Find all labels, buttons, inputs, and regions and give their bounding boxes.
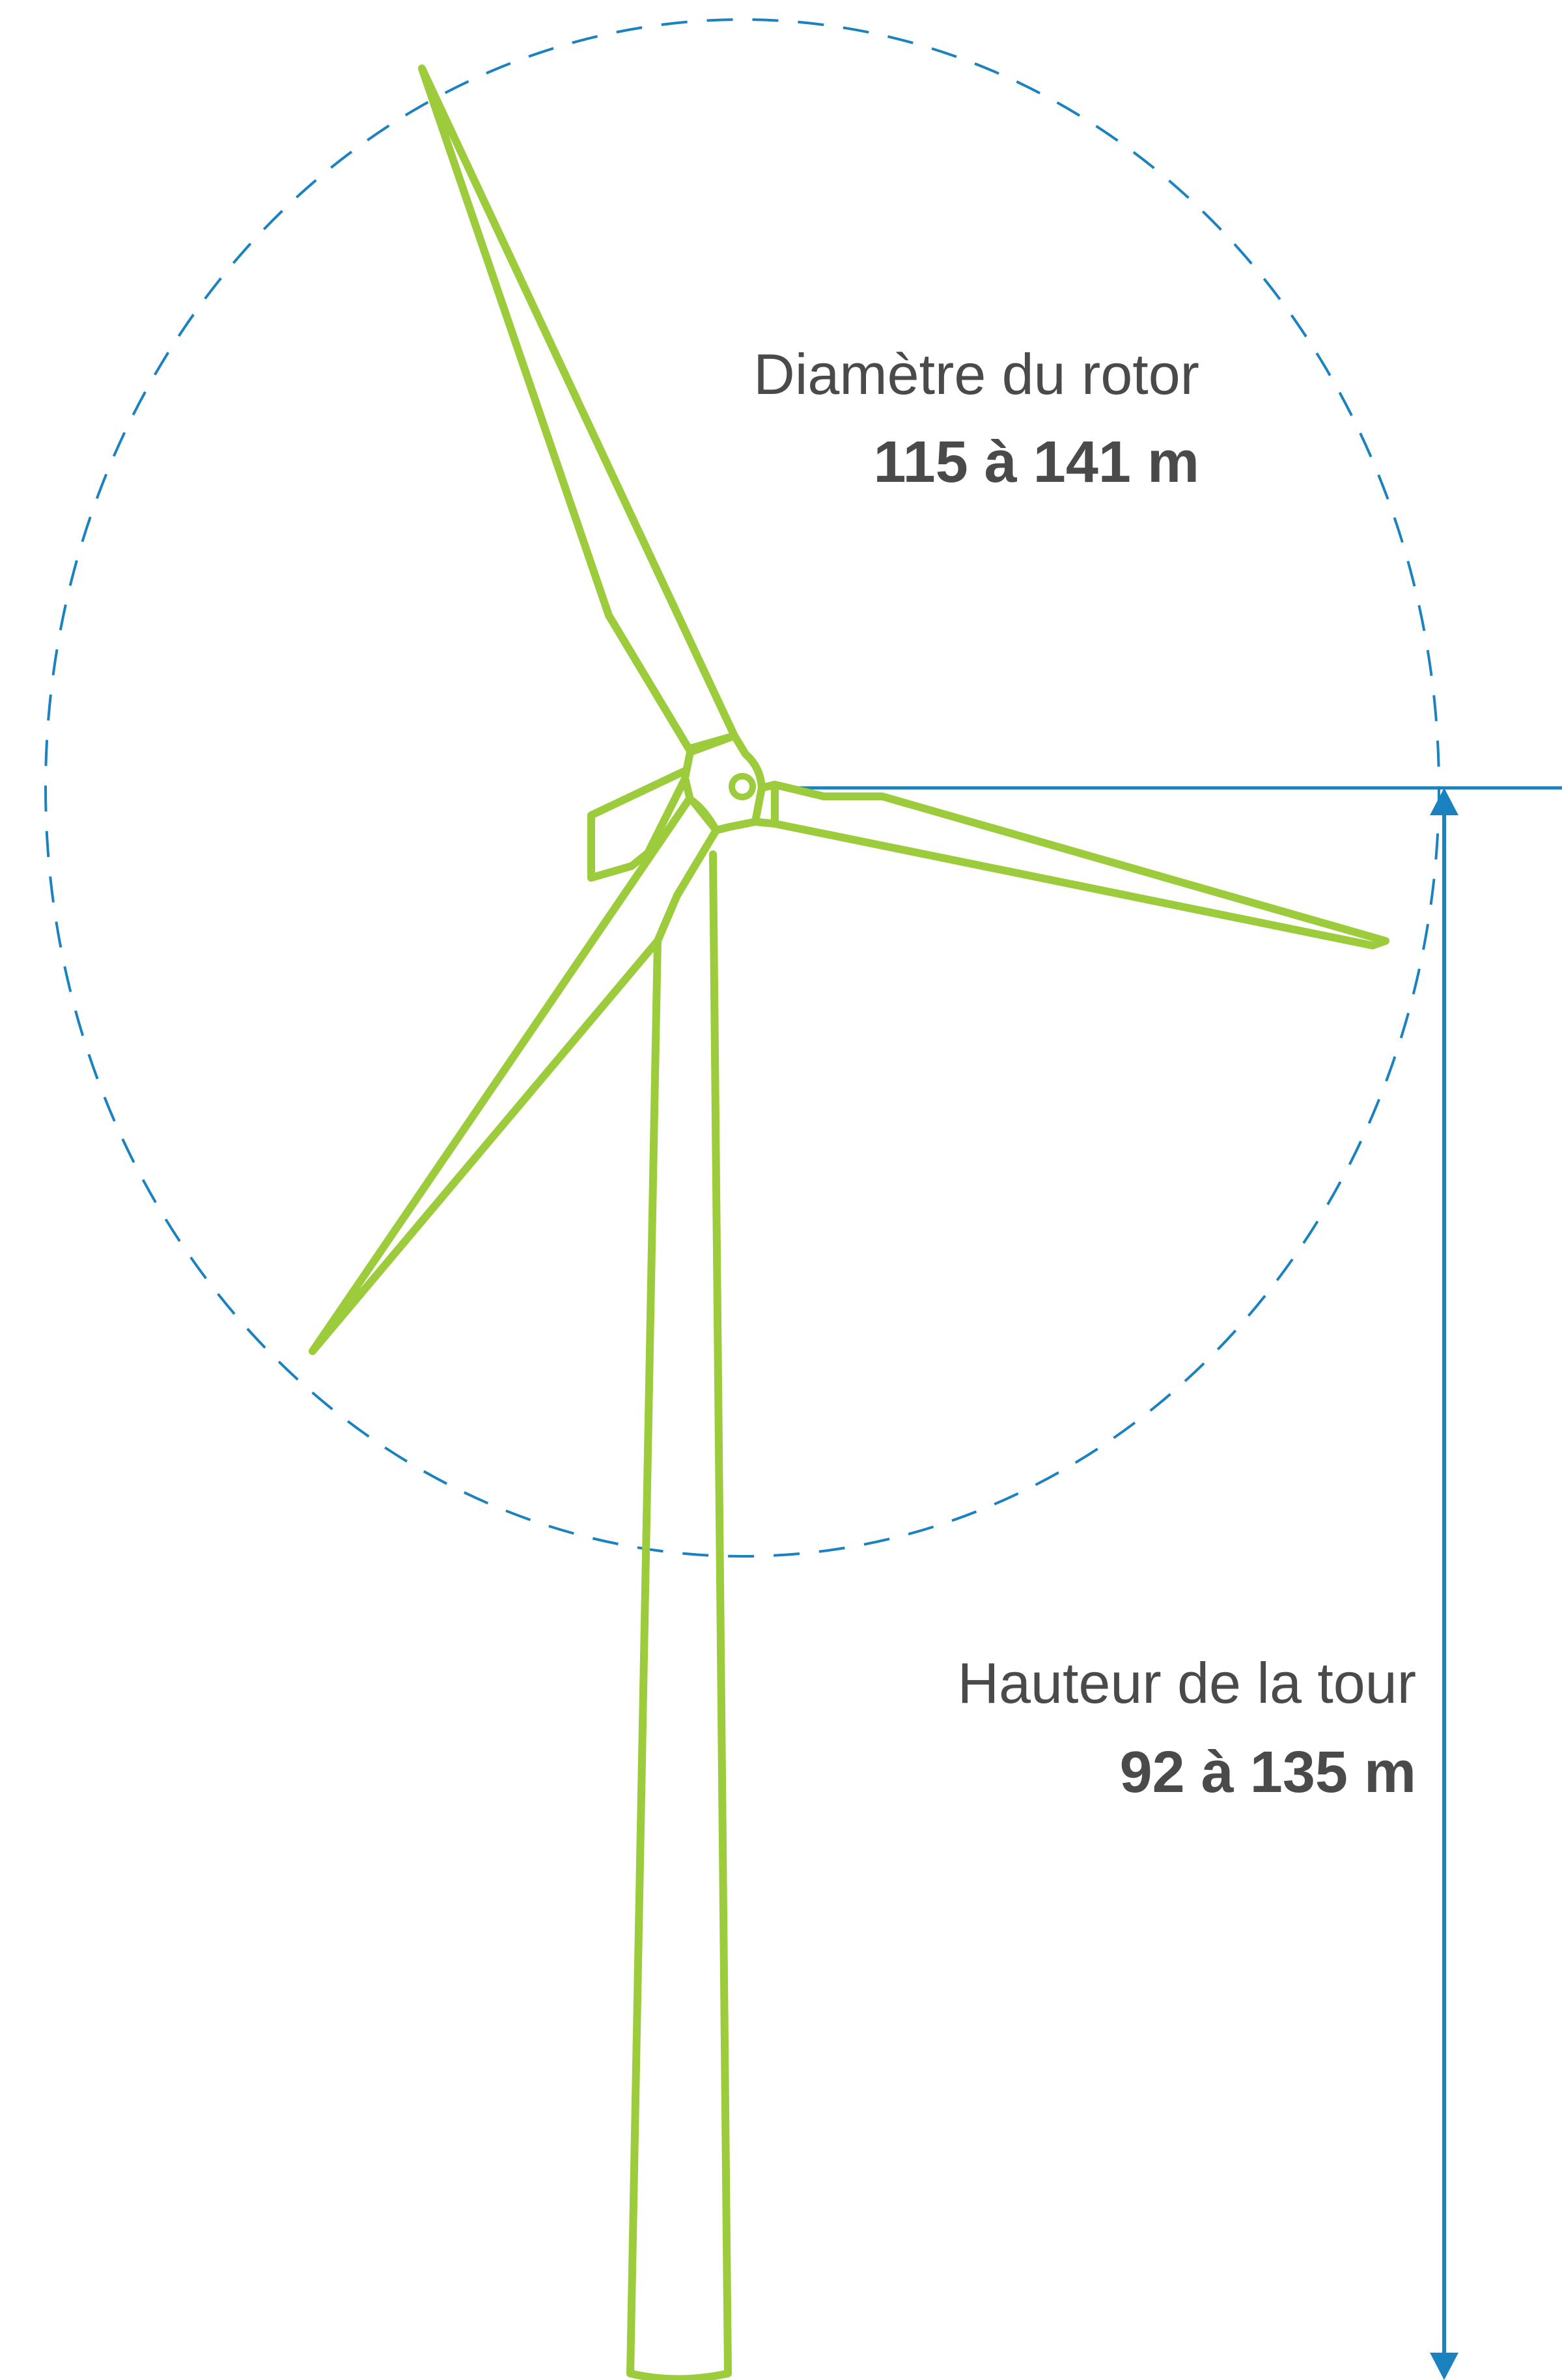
turbine-hub bbox=[681, 732, 766, 834]
wind-turbine bbox=[309, 64, 1389, 2380]
turbine-blade-right bbox=[771, 781, 1389, 949]
tower-height-value: 92 à 135 m bbox=[1120, 1740, 1416, 1805]
turbine-nacelle bbox=[587, 764, 694, 882]
arrow-down-icon bbox=[1430, 2353, 1458, 2380]
turbine-hub-center bbox=[729, 773, 756, 800]
turbine-tower bbox=[626, 850, 732, 2380]
tower-height-dimension bbox=[1430, 788, 1458, 2380]
rotor-diameter-value: 115 à 141 m bbox=[874, 430, 1199, 495]
turbine-blade-lower bbox=[309, 794, 720, 1355]
rotor-diameter-label: Diamètre du rotor bbox=[753, 342, 1199, 406]
arrow-up-icon bbox=[1430, 788, 1458, 815]
turbine-blade-upper bbox=[418, 64, 738, 753]
tower-height-label: Hauteur de la tour bbox=[958, 1651, 1416, 1715]
